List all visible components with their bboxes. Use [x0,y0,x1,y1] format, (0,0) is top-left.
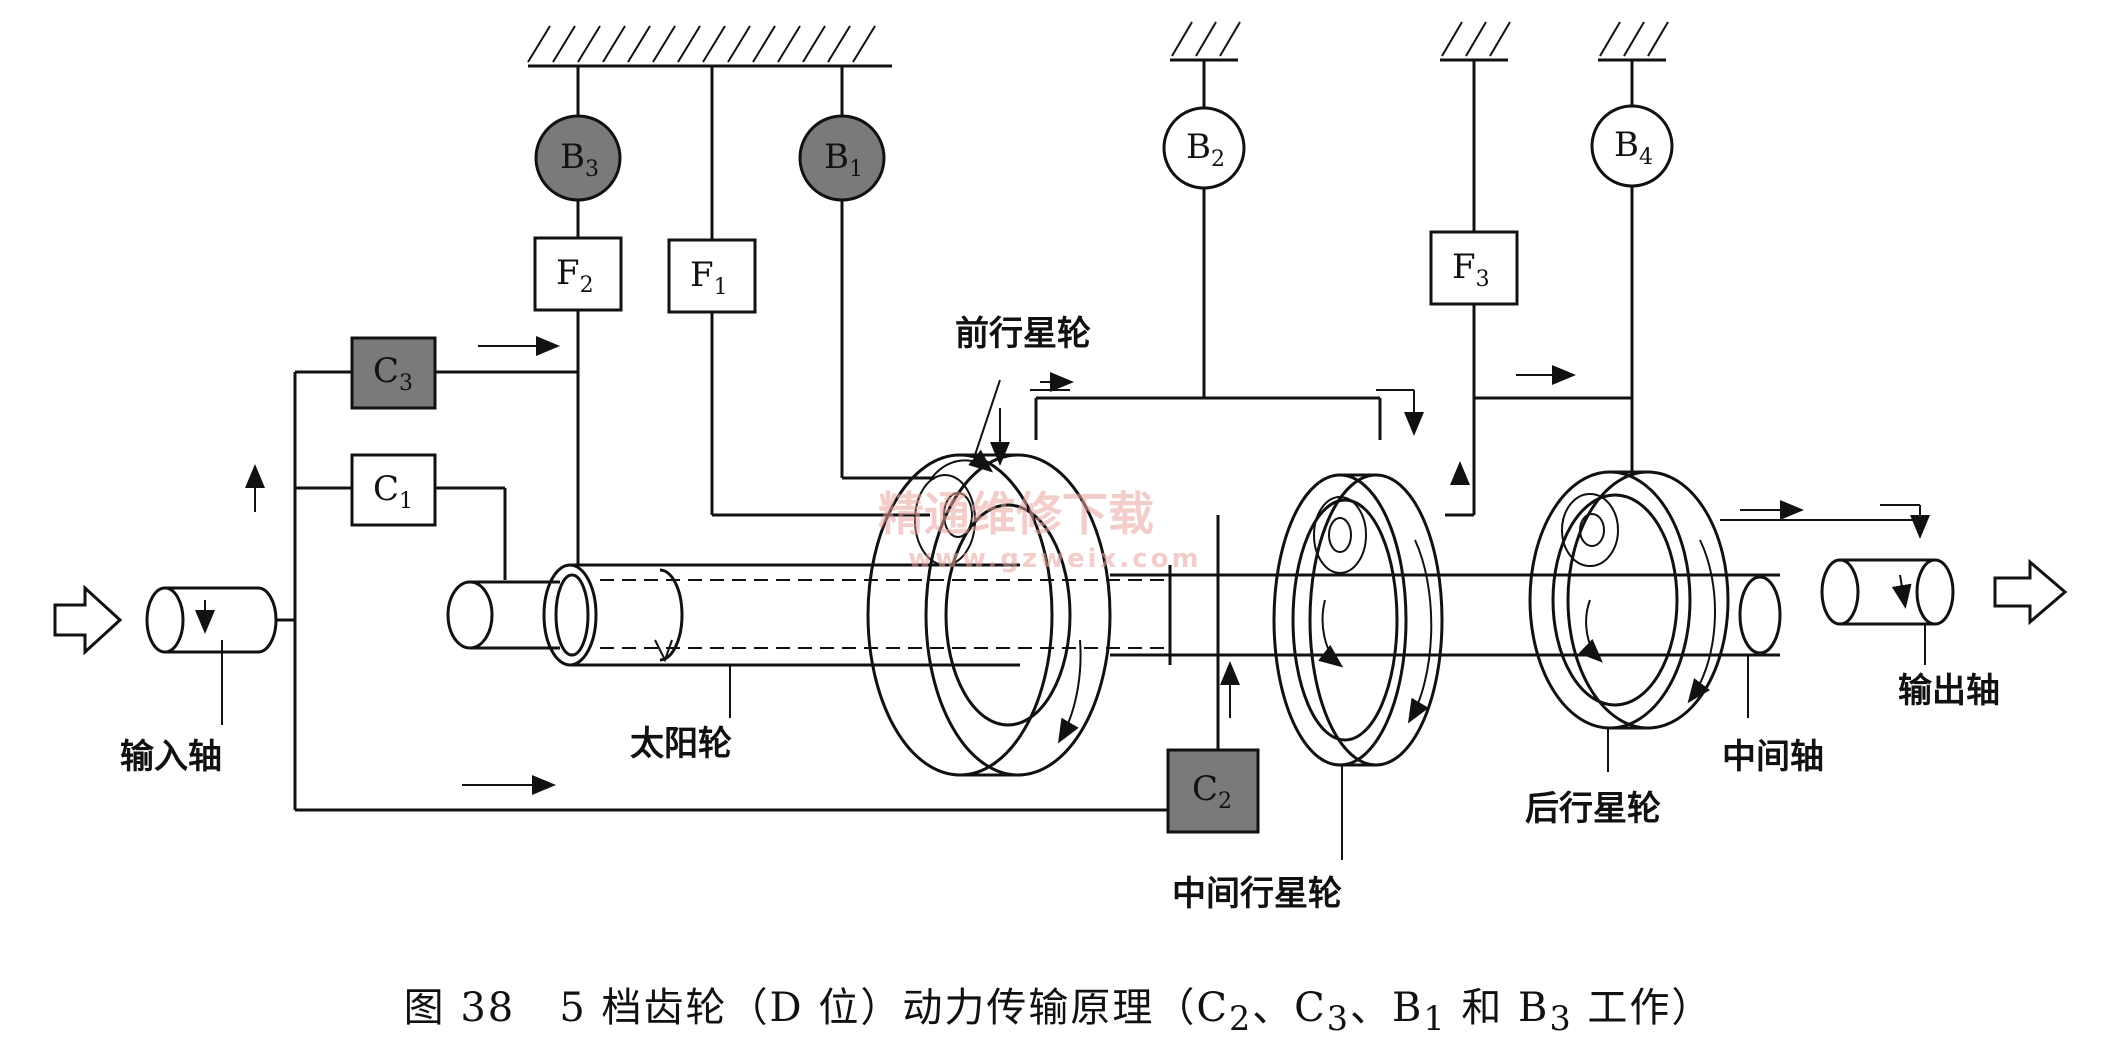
brake-b4: B4 [1590,104,1674,188]
svg-text:C1: C1 [373,469,413,514]
label-output-shaft: 输出轴 [1898,671,2000,711]
svg-text:B2: B2 [1186,127,1225,172]
label-rear-planet: 后行星轮 [1525,789,1661,829]
ground-housing-b4 [1598,21,1669,62]
ground-housing-left [527,25,892,68]
one-way-clutch-f3: F3 [1429,230,1519,306]
svg-text:C3: C3 [373,351,413,396]
svg-text:B4: B4 [1614,125,1653,170]
svg-text:C2: C2 [1192,769,1232,814]
label-sun-gear: 太阳轮 [630,724,732,764]
label-intermediate-shaft: 中间轴 [1722,737,1824,777]
watermark-title: 精通维修下载 [878,487,1154,541]
clutch-c3: C3 [350,336,437,410]
input-shaft-cylinder [145,586,278,654]
ground-housing-f3 [1440,21,1511,62]
svg-text:F1: F1 [690,255,728,300]
connection-lines [576,60,1634,565]
input-path-lines [275,370,1220,812]
leader-lines [221,379,1926,860]
brake-b2: B2 [1162,106,1246,190]
caption-text: 5 档齿轮（D 位）动力传输原理（C2、C3、B1 和 B3 工作） [559,985,1714,1038]
clutch-c1: C1 [350,453,437,527]
one-way-clutch-f1: F1 [667,238,757,314]
clutch-c2: C2 [1166,748,1260,834]
output-arrow [1993,558,2068,626]
one-way-clutch-f2: F2 [533,236,623,312]
rear-planet-gear [1528,470,1730,730]
label-input-shaft: 输入轴 [120,737,222,777]
svg-text:F2: F2 [556,253,594,298]
svg-text:F3: F3 [1452,247,1490,292]
brake-b3: B3 [534,114,622,202]
input-arrow [53,584,123,656]
label-middle-planet: 中间行星轮 [1172,874,1342,914]
svg-text:B1: B1 [824,137,863,182]
sun-gear-sleeve [446,563,1170,667]
figure-caption: 图 38 5 档齿轮（D 位）动力传输原理（C2、C3、B1 和 B3 工作） [0,975,2117,1038]
output-shaft-cylinder [1820,558,1955,626]
brake-b1: B1 [798,114,886,202]
caption-figure-number: 图 38 [403,985,516,1031]
watermark-url: www.gzweix.com [908,544,1202,574]
intermediate-shaft [1110,565,1782,665]
ground-housing-b2 [1170,21,1241,62]
flow-arrows [245,336,1930,795]
front-planet-gear [866,449,1112,777]
svg-text:B3: B3 [560,137,599,182]
label-front-planet: 前行星轮 [955,314,1091,354]
middle-planet-gear [1272,473,1444,767]
